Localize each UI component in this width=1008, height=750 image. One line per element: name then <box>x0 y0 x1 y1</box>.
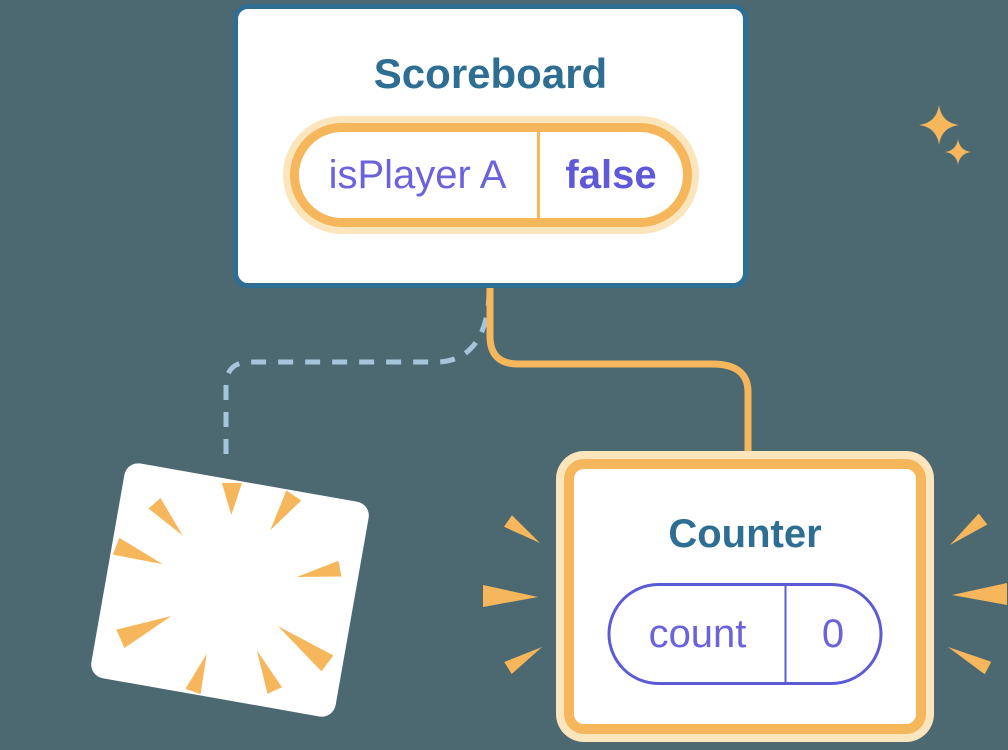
solid-connector-line <box>486 288 752 462</box>
pill-divider <box>536 132 540 218</box>
dashed-connector-line <box>223 290 492 458</box>
scoreboard-card: Scoreboard isPlayer A false <box>233 4 971 288</box>
state-value-label: 0 <box>821 611 845 656</box>
counter-card: Counter count 0 <box>564 459 926 734</box>
sparkles-icon <box>919 105 971 165</box>
removed-card <box>88 461 372 719</box>
scoreboard-state-pill: isPlayer A false <box>289 123 692 227</box>
counter-title: Counter <box>668 512 822 556</box>
pill-divider <box>784 586 787 682</box>
emphasis-marks-right-icon <box>948 513 1007 675</box>
scoreboard-title: Scoreboard <box>373 50 608 97</box>
state-value-label: false <box>565 152 657 197</box>
state-name-label: count <box>648 611 747 656</box>
emphasis-marks-left-icon <box>483 515 542 674</box>
state-name-label: isPlayer A <box>328 152 507 197</box>
counter-state-pill: count 0 <box>607 583 883 685</box>
burst-icon <box>112 482 342 695</box>
